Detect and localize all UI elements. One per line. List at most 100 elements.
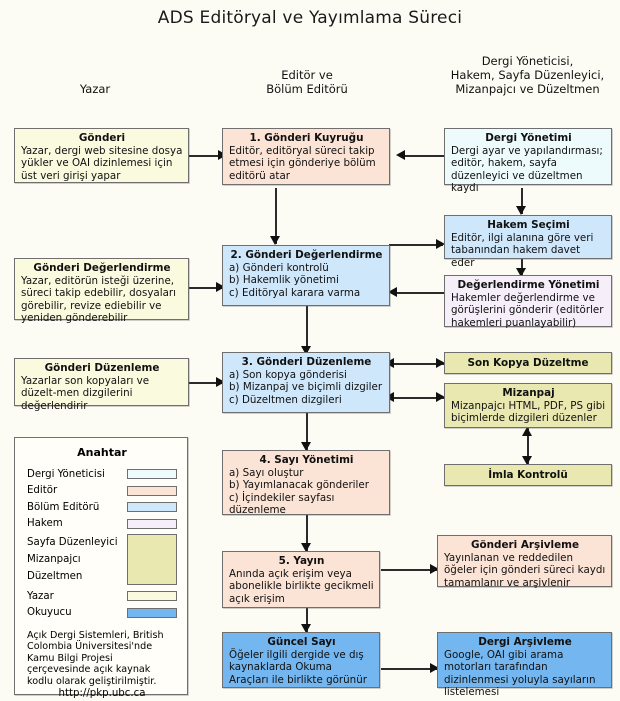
legend-panel: Anahtar Dergi Yöneticisi Editör Bölüm Ed… xyxy=(14,437,188,699)
node-review-management[interactable]: Değerlendirme Yönetimi Hakemler değerlen… xyxy=(444,275,612,329)
arrowhead-editing-to-issue xyxy=(301,442,311,451)
arrowhead-current-issue-to-journal-archive xyxy=(430,663,439,673)
legend-label-duzeltmen: Düzeltmen xyxy=(27,571,83,582)
arrowhead-review-to-editing xyxy=(301,346,311,355)
node-proofreading[interactable]: İmla Kontrolü xyxy=(444,464,612,486)
staff-column-header: Dergi Yöneticisi,Hakem, Sayfa Düzenleyic… xyxy=(440,54,615,96)
legend-group-production: Sayfa Düzenleyici Mizanpajcı Düzeltmen xyxy=(27,534,177,585)
arrowhead-management-to-queue xyxy=(396,150,405,160)
legend-row-bolum-editoru: Bölüm Editörü xyxy=(27,499,177,516)
node-current-issue-body: Öğeler ilgili dergide ve dış kaynaklarda… xyxy=(229,649,367,686)
node-issue-management-title: 4. Sayı Yönetimi xyxy=(259,454,354,466)
connector-queue-to-review xyxy=(275,188,277,244)
connector-current-issue-to-journal-archive xyxy=(381,668,437,670)
node-submission-body: Yazar, dergi web sitesine dosya yükler v… xyxy=(21,145,183,182)
connector-layout-proofreading xyxy=(527,428,529,464)
connector-issue-to-publication xyxy=(306,515,308,551)
legend-url[interactable]: http://pkp.ubc.ca xyxy=(58,688,146,700)
connector-reviewer-selection-to-management xyxy=(521,258,523,276)
node-reviewer-selection[interactable]: Hakem Seçimi Editör, ilgi alanına göre v… xyxy=(444,215,612,269)
arrowhead-editing-copyediting-right xyxy=(436,358,445,368)
legend-heading: Anahtar xyxy=(77,446,127,459)
legend-swatch-editor xyxy=(127,485,177,496)
connector-management-to-reviewer-selection xyxy=(521,188,523,214)
node-journal-archive-title: Dergi Arşivleme xyxy=(478,636,572,648)
node-submission-review[interactable]: 2. Gönderi Değerlendirme a) Gönderi kont… xyxy=(222,245,390,306)
node-submission-queue-title: 1. Gönderi Kuyruğu xyxy=(249,132,364,144)
node-submission-editing-author-body: Yazarlar son kopyaları ve düzelt-men diz… xyxy=(21,375,150,412)
node-layout[interactable]: Mizanpaj Mizanpajcı HTML, PDF, PS gibi b… xyxy=(444,383,612,428)
node-submission[interactable]: Gönderi Yazar, dergi web sitesine dosya … xyxy=(14,128,189,183)
legend-label-okuyucu: Okuyucu xyxy=(27,607,72,619)
arrowhead-editing-layout-right xyxy=(436,392,445,402)
node-submission-editing-title: 3. Gönderi Düzenleme xyxy=(241,356,372,368)
node-submission-editing[interactable]: 3. Gönderi Düzenleme a) Son kopya gönder… xyxy=(222,352,390,413)
node-journal-archive-body: Google, OAI gibi arama motorları tarafın… xyxy=(444,649,596,698)
arrowhead-review-management-to-review xyxy=(388,287,397,297)
node-current-issue[interactable]: Güncel Sayı Öğeler ilgili dergide ve dış… xyxy=(222,632,380,688)
node-submission-title: Gönderi xyxy=(78,132,126,144)
legend-row-okuyucu: Okuyucu xyxy=(27,605,177,622)
arrowhead-management-to-reviewer-selection xyxy=(516,206,526,215)
node-submission-queue-body: Editör, editöryal süreci takip etmesi iç… xyxy=(229,145,376,182)
author-column-header-label: Yazar xyxy=(79,82,111,96)
legend-label-yazar: Yazar xyxy=(27,590,54,602)
arrowhead-layout-proofreading-down xyxy=(522,456,532,465)
node-submission-editing-author[interactable]: Gönderi Düzenleme Yazarlar son kopyaları… xyxy=(14,358,189,412)
node-submission-review-author[interactable]: Gönderi Değerlendirme Yazar, editörün is… xyxy=(14,258,189,324)
legend-row-dergi-yoneticisi: Dergi Yöneticisi xyxy=(27,466,177,483)
node-submission-archive[interactable]: Gönderi Arşivleme Yayınlanan ve reddedil… xyxy=(437,535,612,589)
legend-row-hakem: Hakem xyxy=(27,516,177,533)
node-submission-review-author-body: Yazar, editörün isteği üzerine, süreci t… xyxy=(21,275,176,324)
legend-label-bolum-editoru: Bölüm Editörü xyxy=(27,501,100,513)
author-column-header: Yazar xyxy=(30,82,160,96)
node-journal-management[interactable]: Dergi Yönetimi Dergi ayar ve yapılandırm… xyxy=(444,128,612,194)
legend-swatch-yazar xyxy=(127,591,177,602)
node-journal-archive[interactable]: Dergi Arşivleme Google, OAI gibi arama m… xyxy=(437,632,612,698)
node-submission-queue[interactable]: 1. Gönderi Kuyruğu Editör, editöryal sür… xyxy=(222,128,390,185)
connector-editing-copyediting xyxy=(389,363,445,365)
node-publication-title: 5. Yayın xyxy=(278,555,325,567)
node-publication[interactable]: 5. Yayın Anında açık erişim veya aboneli… xyxy=(222,551,380,608)
arrowhead-queue-to-review xyxy=(270,236,280,245)
node-review-management-body: Hakemler değerlendirme ve görüşlerini gö… xyxy=(451,292,604,329)
node-copyediting-title: Son Kopya Düzeltme xyxy=(467,356,589,369)
node-proofreading-title: İmla Kontrolü xyxy=(488,468,568,481)
legend-swatch-okuyucu xyxy=(127,607,177,618)
connector-editing-to-issue xyxy=(306,412,308,450)
legend-group-labels: Sayfa Düzenleyici Mizanpajcı Düzeltmen xyxy=(27,534,118,585)
legend-row-editor: Editör xyxy=(27,483,177,500)
connector-management-to-queue xyxy=(400,155,444,157)
staff-column-header-label: Dergi Yöneticisi,Hakem, Sayfa Düzenleyic… xyxy=(450,54,605,96)
node-reviewer-selection-body: Editör, ilgi alanına göre veri tabanında… xyxy=(451,232,594,269)
arrowhead-publication-to-current-issue xyxy=(301,624,311,633)
connector-review-to-editing xyxy=(306,306,308,354)
connector-submission-to-queue xyxy=(188,155,221,157)
connector-author-review-bidir xyxy=(186,287,226,289)
node-submission-editing-author-title: Gönderi Düzenleme xyxy=(44,362,160,374)
legend-label-mizanpajci: Mizanpajcı xyxy=(27,554,81,565)
legend-row-yazar: Yazar xyxy=(27,588,177,605)
arrowhead-review-to-reviewer-selection xyxy=(436,239,445,249)
legend-swatch-dergi-yoneticisi xyxy=(127,469,177,480)
arrowhead-author-editing-right xyxy=(216,377,225,387)
arrowhead-issue-to-publication xyxy=(301,543,311,552)
node-submission-review-author-title: Gönderi Değerlendirme xyxy=(33,262,171,274)
node-submission-archive-body: Yayınlanan ve reddedilen öğeler için gön… xyxy=(444,552,606,589)
legend-swatch-production xyxy=(127,534,177,585)
connector-publication-to-archive xyxy=(381,569,437,571)
legend-label-editor: Editör xyxy=(27,485,58,497)
node-publication-body: Anında açık erişim veya abonelikle birli… xyxy=(229,568,374,605)
arrowhead-author-review-right xyxy=(216,282,225,292)
node-copyediting[interactable]: Son Kopya Düzeltme xyxy=(444,352,612,374)
legend-label-dergi-yoneticisi: Dergi Yöneticisi xyxy=(27,468,105,480)
arrowhead-layout-proofreading-up xyxy=(522,427,532,436)
node-layout-body: Mizanpajcı HTML, PDF, PS gibi biçimlerde… xyxy=(451,400,606,425)
